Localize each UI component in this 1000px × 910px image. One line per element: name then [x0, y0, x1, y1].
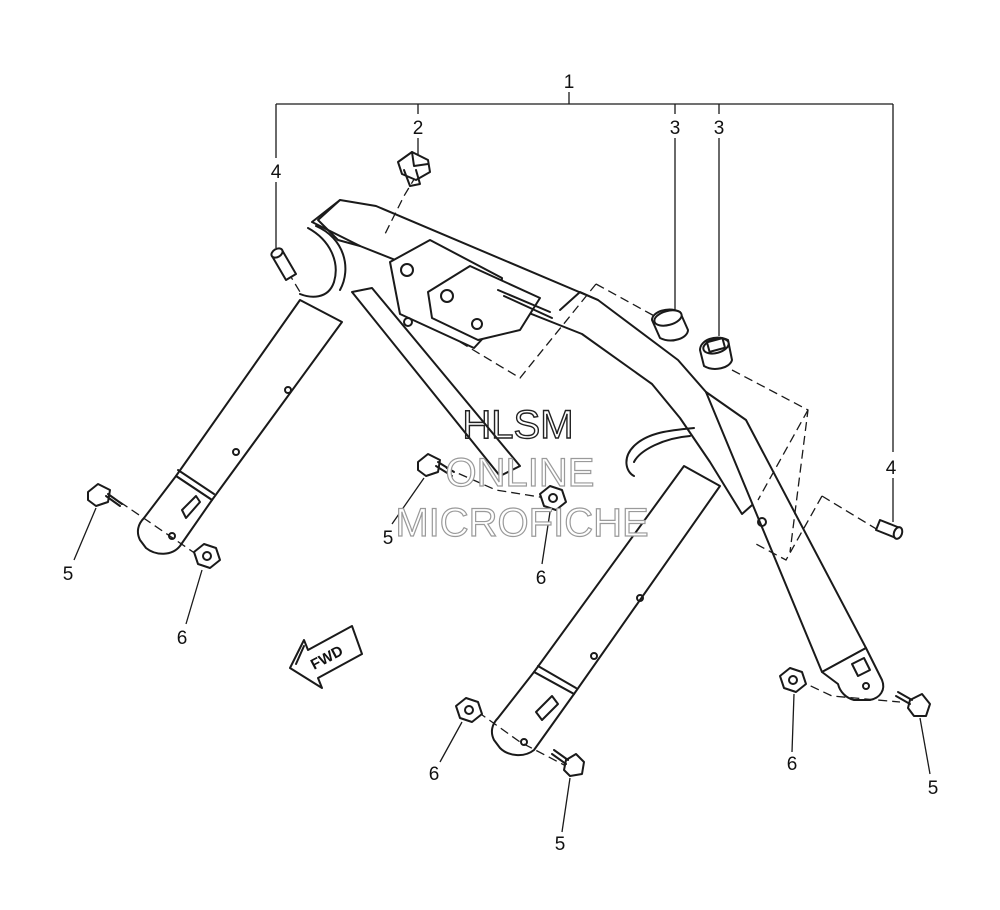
watermark: HLSM ONLINE MICROFICHE: [395, 402, 650, 545]
callout-2: 2: [413, 118, 424, 139]
fwd-arrow-icon: FWD: [289, 625, 363, 689]
part-5-bolt-center: [417, 453, 455, 477]
watermark-line1: HLSM: [462, 403, 573, 447]
callout-3b: 3: [714, 118, 725, 139]
callout-6b: 6: [536, 568, 547, 589]
callout-4a: 4: [271, 162, 282, 183]
part-4-cap-left: [270, 247, 297, 281]
part-3-bumper-a: [651, 308, 689, 342]
callout-leaders: [73, 477, 931, 833]
frame-assembly: [136, 199, 885, 756]
part-6-nut-bottom: [455, 697, 483, 723]
callout-4b: 4: [886, 458, 897, 479]
part-5-bolt-right: [895, 691, 931, 717]
callout-labels: 1 2 3 3 4 4 5 5 5 5 6 6 6 6: [63, 72, 939, 855]
callout-5d: 5: [928, 778, 939, 799]
callout-6a: 6: [177, 628, 188, 649]
part-6-nut-left: [193, 543, 221, 569]
part-5-bolt-left: [87, 483, 123, 507]
watermark-line2: ONLINE: [446, 451, 595, 495]
part-4-cap-right: [875, 519, 904, 540]
callout-3a: 3: [670, 118, 681, 139]
part-2-clip: [397, 151, 431, 187]
watermark-line3: MICROFICHE: [395, 501, 648, 545]
callout-5c: 5: [555, 834, 566, 855]
part-5-bolt-bottom: [551, 749, 585, 777]
part-6-nut-center: [539, 485, 567, 511]
part-6-nut-right: [779, 667, 807, 693]
callout-6d: 6: [787, 754, 798, 775]
callout-1: 1: [564, 72, 575, 93]
part-3-bumper-b: [699, 336, 733, 370]
callout-bracket: [275, 92, 894, 522]
callout-5b: 5: [383, 528, 394, 549]
assembly-leader-lines: [119, 175, 901, 767]
callout-5a: 5: [63, 564, 74, 585]
callout-6c: 6: [429, 764, 440, 785]
